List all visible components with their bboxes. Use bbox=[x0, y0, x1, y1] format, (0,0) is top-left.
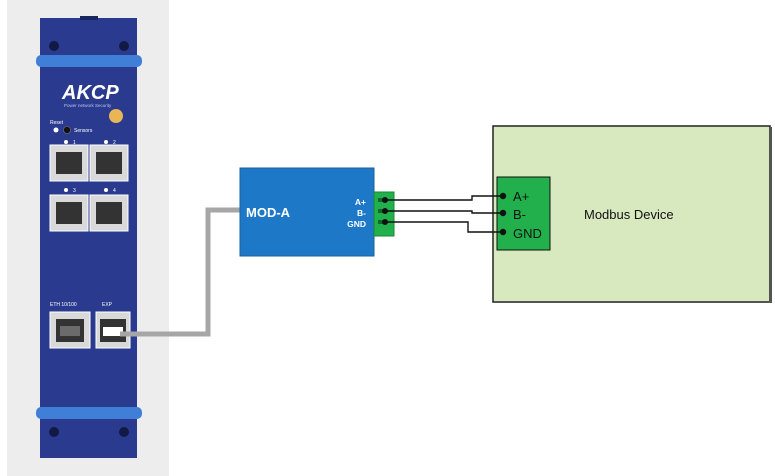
modbus-pin-aplus: A+ bbox=[513, 189, 529, 204]
port-number-label: 1 bbox=[73, 140, 76, 146]
eth-port bbox=[49, 311, 91, 349]
sensor-port-3: 3 bbox=[49, 188, 89, 232]
wire-gnd bbox=[385, 221, 503, 233]
exp-port bbox=[95, 311, 131, 349]
akcp-device: AKCP Power network Security Reset Sensor… bbox=[36, 16, 142, 458]
mod-a-body bbox=[239, 167, 375, 257]
reset-button[interactable] bbox=[53, 127, 59, 133]
port-led-icon bbox=[64, 140, 68, 144]
port-led-icon bbox=[104, 188, 108, 192]
rj45-port-icon bbox=[96, 202, 122, 224]
mounting-screw-br bbox=[119, 427, 129, 437]
mod-a-pin-bminus: B- bbox=[357, 208, 366, 218]
mounting-screw-tr bbox=[119, 41, 129, 51]
wire-end-dot bbox=[499, 209, 507, 217]
sensor-port-2: 2 bbox=[89, 140, 129, 182]
sensor-port-1: 1 bbox=[49, 140, 89, 182]
eth-label: ETH 10/100 bbox=[50, 302, 77, 308]
wire-aplus bbox=[385, 195, 503, 201]
brand-tagline: Power network Security bbox=[64, 103, 112, 108]
top-notch bbox=[80, 16, 98, 20]
mod-a-terminal-block bbox=[373, 191, 395, 237]
rj45-port-icon bbox=[56, 152, 82, 174]
port-number-label: 2 bbox=[113, 140, 116, 146]
wire-bminus bbox=[385, 210, 503, 214]
mod-a-module: MOD-A A+ B- GND bbox=[239, 167, 395, 257]
mounting-screw-bl bbox=[49, 427, 59, 437]
rj45-port-icon bbox=[96, 152, 122, 174]
port-led-icon bbox=[64, 188, 68, 192]
sensors-label: Sensors bbox=[74, 128, 93, 134]
port-led-icon bbox=[104, 140, 108, 144]
wire-end-dot bbox=[499, 228, 507, 236]
exp-cable bbox=[120, 207, 241, 337]
mod-a-pin-aplus: A+ bbox=[355, 197, 366, 207]
brand-logo: AKCP bbox=[61, 82, 119, 104]
modbus-pin-gnd: GND bbox=[513, 226, 542, 241]
modbus-device: Modbus Device A+ B- GND bbox=[492, 125, 772, 303]
wire-end-dot bbox=[382, 196, 389, 203]
mod-a-label: MOD-A bbox=[246, 205, 291, 220]
bottom-rail-clip bbox=[36, 407, 142, 419]
sensors-jack-icon bbox=[63, 126, 71, 134]
plugged-connector-icon bbox=[103, 327, 123, 336]
port-number-label: 4 bbox=[113, 188, 116, 194]
top-rail-clip bbox=[36, 55, 142, 67]
exp-label: EXP bbox=[102, 302, 113, 308]
sensor-port-4: 4 bbox=[89, 188, 129, 232]
modbus-pin-bminus: B- bbox=[513, 207, 526, 222]
modbus-device-title: Modbus Device bbox=[584, 207, 674, 222]
mod-a-pin-gnd: GND bbox=[347, 219, 366, 229]
wire-end-dot bbox=[382, 207, 389, 214]
wire-end-dot bbox=[499, 192, 507, 200]
wire-end-dot bbox=[382, 218, 389, 225]
reset-label: Reset bbox=[50, 120, 64, 126]
rs485-wires bbox=[382, 192, 507, 236]
port-number-label: 3 bbox=[73, 188, 76, 194]
mounting-screw-tl bbox=[49, 41, 59, 51]
rj45-port-icon bbox=[56, 202, 82, 224]
device-body bbox=[40, 18, 137, 458]
status-led-icon bbox=[109, 109, 123, 123]
